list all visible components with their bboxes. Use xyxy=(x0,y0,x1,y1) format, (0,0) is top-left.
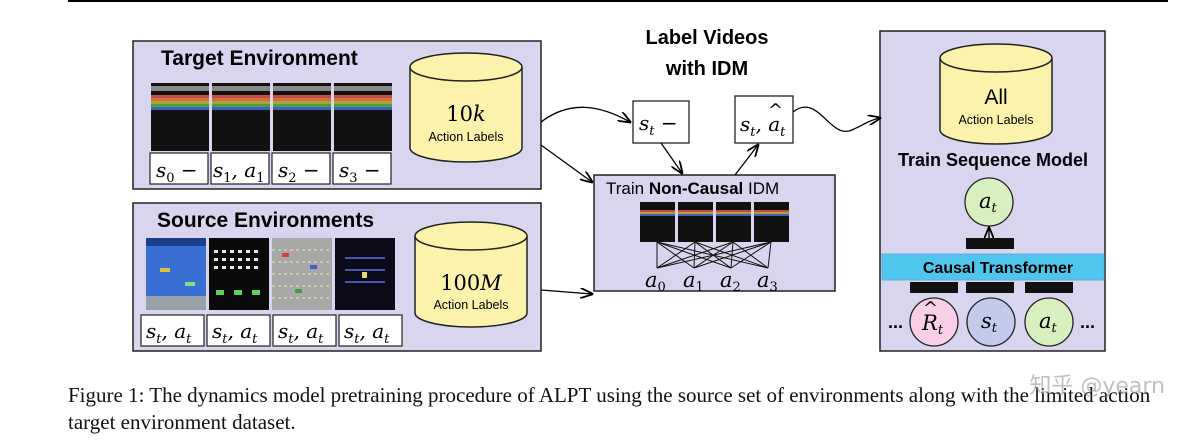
svg-text:at: at xyxy=(1039,309,1058,336)
sequence-model-panel: All Action Labels Train Sequence Model a… xyxy=(879,30,1106,352)
target-db-sublabel: Action Labels xyxy=(428,130,503,144)
source-db-sublabel: Action Labels xyxy=(433,298,508,312)
svg-text:st: st xyxy=(981,309,998,336)
source-database-icon: 100M Action Labels xyxy=(414,221,528,328)
causal-transformer-label: Causal Transformer xyxy=(923,260,1073,277)
idm-action-labels: a0 a1 a2 a3 xyxy=(645,268,778,295)
output-action-token: at xyxy=(964,177,1014,227)
all-labels-database-icon: All Action Labels xyxy=(939,43,1053,145)
source-frame-pong-like xyxy=(335,238,395,310)
target-frame-label-1: s1, a1 xyxy=(213,158,264,186)
action-token: at xyxy=(1024,297,1074,347)
target-frame-label-3: s3 − xyxy=(339,158,381,186)
svg-text:st, at: st, at xyxy=(740,112,786,140)
svg-text:a2: a2 xyxy=(720,268,741,295)
return-token: Rt ^ xyxy=(909,297,959,347)
arrow-idm-to-labeled xyxy=(734,145,758,176)
label-videos-section: Label Videos with IDM st − st, at ^ xyxy=(632,27,794,144)
flow-arrows xyxy=(540,106,880,294)
state-token: st xyxy=(966,297,1016,347)
target-database-icon: 10k Action Labels xyxy=(409,52,523,163)
source-environments-panel: Source Environments xyxy=(132,202,542,352)
figure-diagram: Target Environment xyxy=(132,27,1106,352)
svg-text:st −: st − xyxy=(639,111,678,139)
source-game-frames xyxy=(146,238,395,310)
arrow-target-to-unlabeled xyxy=(540,106,630,122)
unlabeled-state-box: st − xyxy=(632,100,690,144)
svg-text:a1: a1 xyxy=(683,268,704,295)
target-environment-panel: Target Environment xyxy=(132,40,542,190)
source-frame-label-3: st, at xyxy=(344,319,390,347)
target-frame-3 xyxy=(334,83,392,151)
label-videos-title-2: with IDM xyxy=(665,58,748,80)
all-db-sublabel: Action Labels xyxy=(958,113,1033,127)
source-frame-freeway xyxy=(272,238,332,310)
labeled-state-box: st, at ^ xyxy=(734,95,794,144)
idm-title: Train Non-Causal IDM xyxy=(606,179,779,198)
source-frame-label-2: st, at xyxy=(278,319,324,347)
idm-frames xyxy=(640,202,789,242)
svg-text:a3: a3 xyxy=(757,268,778,295)
top-rule xyxy=(68,0,1168,2)
source-frame-space-invaders xyxy=(209,238,269,310)
watermark: 知乎 @yearn xyxy=(1029,374,1165,399)
causal-transformer-block: Causal Transformer xyxy=(881,253,1105,281)
figure-caption: Figure 1: The dynamics model pretraining… xyxy=(68,383,1151,434)
all-db-main: All xyxy=(984,86,1007,109)
idm-panel: Train Non-Causal IDM a0 a1 a2 a3 xyxy=(593,174,836,295)
source-frame-seaquest xyxy=(146,238,206,310)
target-game-frames xyxy=(151,83,392,151)
target-db-count: 10k xyxy=(446,102,485,126)
source-frame-label-1: st, at xyxy=(212,319,258,347)
target-frame-label-0: s0 − xyxy=(156,158,198,186)
label-videos-title-1: Label Videos xyxy=(645,27,768,49)
labeled-hat: ^ xyxy=(768,100,783,121)
ellipsis-right: ... xyxy=(1080,312,1095,332)
svg-text:a0: a0 xyxy=(645,268,666,295)
ellipsis-left: ... xyxy=(888,312,903,332)
arrow-source-to-idm xyxy=(540,290,592,294)
target-frame-1 xyxy=(212,83,270,151)
target-frame-0 xyxy=(151,83,209,151)
svg-text:^: ^ xyxy=(923,298,938,319)
svg-text:Rt: Rt xyxy=(921,311,944,338)
source-title: Source Environments xyxy=(157,209,374,232)
source-frame-labels: st, at st, at st, at st, at xyxy=(140,314,403,347)
source-db-count: 100M xyxy=(440,271,502,295)
svg-text:at: at xyxy=(979,189,998,216)
arrow-labeled-to-sequence xyxy=(792,106,880,133)
target-frame-labels: s0 − s1, a1 s2 − s3 − xyxy=(149,152,392,186)
idm-connections xyxy=(656,241,772,269)
target-title: Target Environment xyxy=(161,47,358,70)
source-frame-label-0: st, at xyxy=(146,319,192,347)
target-frame-2 xyxy=(273,83,331,151)
sequence-model-title: Train Sequence Model xyxy=(898,150,1088,170)
target-frame-label-2: s2 − xyxy=(278,158,320,186)
arrow-target-to-idm xyxy=(540,144,592,182)
arrow-unlabeled-to-idm xyxy=(660,142,682,173)
